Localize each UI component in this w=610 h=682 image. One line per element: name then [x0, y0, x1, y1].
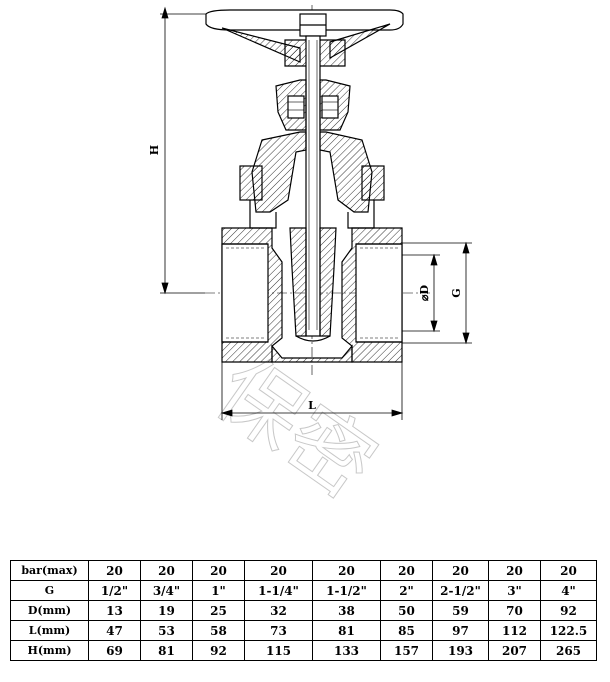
gate-valve-drawing: 保密	[148, 5, 472, 517]
table-cell: 25	[192, 600, 245, 621]
table-cell: 53	[140, 620, 193, 641]
table-cell: 193	[432, 640, 489, 661]
bonnet-flange-right	[361, 165, 385, 201]
table-cell: 81	[140, 640, 193, 661]
table-cell: 20	[432, 560, 489, 581]
valve-body	[221, 227, 403, 363]
table-cell: 13	[88, 600, 141, 621]
table-cell: 92	[540, 600, 597, 621]
right-port-bore	[355, 243, 403, 343]
packing-gland	[275, 79, 351, 131]
row-header: bar(max)	[10, 560, 89, 581]
table-cell: 32	[244, 600, 313, 621]
body-bottom	[271, 344, 353, 363]
table-cell: 115	[244, 640, 313, 661]
row-header: D(mm)	[10, 600, 89, 621]
table-cell: 1-1/2"	[312, 580, 381, 601]
table-cell: 112	[488, 620, 541, 641]
table-cell: 70	[488, 600, 541, 621]
handwheel	[205, 9, 404, 67]
dimension-G-label: G	[450, 288, 463, 297]
table-cell: 20	[540, 560, 597, 581]
row-header: G	[10, 580, 89, 601]
table-cell: 81	[312, 620, 381, 641]
table-cell: 97	[432, 620, 489, 641]
dimension-H-label: H	[148, 145, 161, 155]
dimension-G	[402, 241, 472, 345]
table-cell: 38	[312, 600, 381, 621]
table-cell: 20	[140, 560, 193, 581]
left-port-bore	[221, 243, 269, 343]
stem	[305, 35, 321, 337]
gate-wedge	[289, 227, 337, 342]
row-header: L(mm)	[10, 620, 89, 641]
wedge-left	[289, 227, 307, 337]
table-cell: 20	[488, 560, 541, 581]
table-cell: 207	[488, 640, 541, 661]
table-cell: 50	[380, 600, 433, 621]
table-cell: 2-1/2"	[432, 580, 489, 601]
table-cell: 19	[140, 600, 193, 621]
table-cell: 20	[312, 560, 381, 581]
table-cell: 85	[380, 620, 433, 641]
table-cell: 265	[540, 640, 597, 661]
dimension-L	[220, 362, 404, 420]
row-header: H(mm)	[10, 640, 89, 661]
table-cell: 157	[380, 640, 433, 661]
table-cell: 20	[380, 560, 433, 581]
bonnet-flange-left	[239, 165, 263, 201]
table-cell: 73	[244, 620, 313, 641]
table-cell: 47	[88, 620, 141, 641]
table-cell: 2"	[380, 580, 433, 601]
watermark-text: 保密	[199, 340, 393, 517]
dimension-D	[402, 253, 440, 333]
table-cell: 1/2"	[88, 580, 141, 601]
bonnet-right	[319, 131, 373, 213]
table-cell: 122.5	[540, 620, 597, 641]
dimension-H	[160, 6, 206, 295]
table-cell: 3/4"	[140, 580, 193, 601]
bonnet	[239, 131, 385, 229]
table-cell: 20	[192, 560, 245, 581]
table-cell: 4"	[540, 580, 597, 601]
stem-rod	[305, 35, 321, 337]
table-cell: 20	[244, 560, 313, 581]
table-cell: 58	[192, 620, 245, 641]
wedge-right	[319, 227, 337, 337]
dimension-D-label: ⌀D	[418, 284, 431, 301]
table-cell: 69	[88, 640, 141, 661]
table-cell: 1"	[192, 580, 245, 601]
table-cell: 3"	[488, 580, 541, 601]
dimension-L-label: L	[308, 399, 316, 412]
table-cell: 20	[88, 560, 141, 581]
watermark: 保密	[198, 339, 393, 517]
table-cell: 1-1/4"	[244, 580, 313, 601]
table-cell: 92	[192, 640, 245, 661]
table-cell: 59	[432, 600, 489, 621]
table-cell: 133	[312, 640, 381, 661]
